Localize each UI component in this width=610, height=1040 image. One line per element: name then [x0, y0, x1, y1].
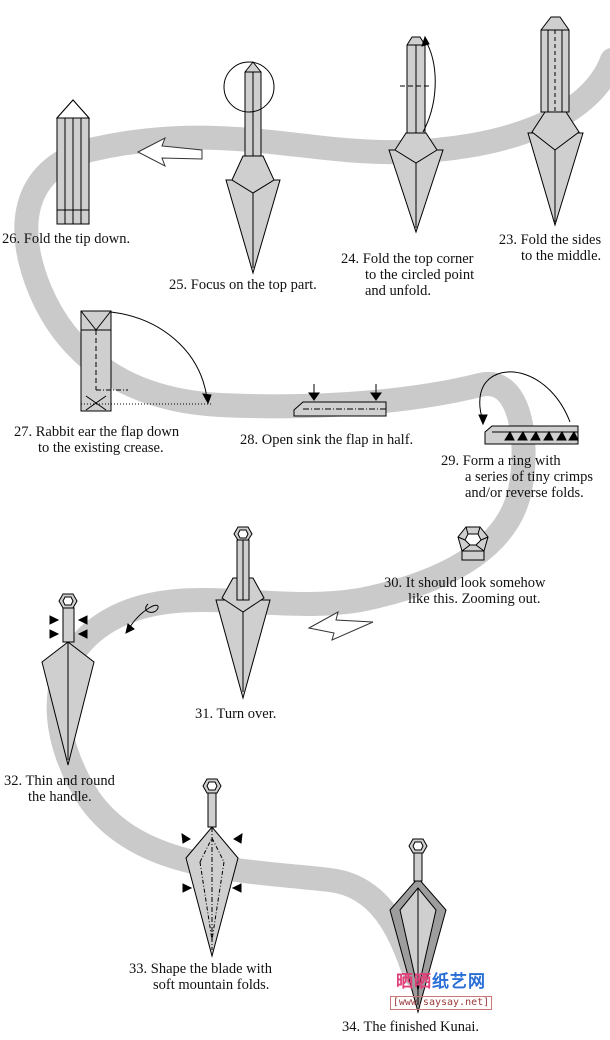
caption-line: 30. It should look somehow	[384, 575, 546, 591]
watermark-logo-a: 晒晒	[396, 972, 432, 992]
caption-line: and unfold.	[365, 283, 432, 299]
step-29-figure	[478, 371, 579, 445]
caption-line: a series of tiny crimps	[465, 469, 594, 485]
caption-line: and/or reverse folds.	[465, 485, 584, 501]
step-24-figure	[388, 35, 444, 234]
caption-line: 32. Thin and round	[4, 773, 115, 789]
watermark-logo-b: 纸艺网	[432, 972, 486, 992]
caption-line: 29. Form a ring with	[441, 453, 561, 469]
step-25-figure	[223, 61, 281, 275]
caption-step-26: 26. Fold the tip down.	[2, 231, 130, 247]
step-31-figure	[215, 526, 271, 700]
direction-arrow-2	[307, 611, 374, 641]
caption-line: 31. Turn over.	[195, 706, 277, 722]
caption-line: 25. Focus on the top part.	[169, 277, 317, 293]
caption-line: 27. Rabbit ear the flap down	[14, 424, 180, 440]
caption-step-29: 29. Form a ring with a series of tiny cr…	[441, 453, 593, 501]
site-watermark: 晒晒纸艺网 [www.saysay.net]	[385, 972, 497, 1010]
watermark-url: [www.saysay.net]	[389, 996, 493, 1010]
caption-line: to the middle.	[521, 248, 602, 264]
watermark-logo: 晒晒纸艺网	[385, 972, 497, 992]
caption-step-24: 24. Fold the top corner to the circled p…	[341, 251, 474, 299]
step-33-figure	[181, 778, 243, 958]
step-27-figure	[80, 310, 212, 412]
step-23-figure	[527, 16, 584, 227]
caption-line: 28. Open sink the flap in half.	[240, 432, 414, 448]
caption-line: the handle.	[28, 789, 92, 805]
step-32-figure	[41, 593, 159, 766]
caption-line: like this. Zooming out.	[408, 591, 541, 607]
caption-step-34: 34. The finished Kunai.	[342, 1019, 479, 1035]
caption-step-23: 23. Fold the sides to the middle.	[497, 232, 601, 264]
caption-line: to the existing crease.	[38, 440, 164, 456]
caption-step-27: 27. Rabbit ear the flap down to the exis…	[14, 424, 179, 456]
caption-step-32: 32. Thin and round the handle.	[4, 773, 115, 805]
step-26-figure	[55, 99, 91, 225]
step-30-figure	[457, 526, 489, 561]
caption-step-25: 25. Focus on the top part.	[169, 277, 317, 293]
caption-step-31: 31. Turn over.	[195, 706, 276, 722]
caption-line: 34. The finished Kunai.	[342, 1019, 480, 1035]
caption-line: 26. Fold the tip down.	[2, 231, 131, 247]
direction-arrow-1	[136, 136, 203, 168]
caption-step-33: 33. Shape the blade with soft mountain f…	[129, 961, 272, 993]
step-34-figure	[389, 838, 447, 1014]
background-path	[14, 48, 610, 987]
caption-step-30: 30. It should look somehow like this. Zo…	[384, 575, 546, 607]
caption-line: 23. Fold the sides	[498, 232, 602, 248]
caption-line: 24. Fold the top corner	[341, 251, 474, 267]
caption-step-28: 28. Open sink the flap in half.	[240, 432, 413, 448]
caption-line: 33. Shape the blade with	[129, 961, 272, 977]
step-28-figure	[293, 384, 387, 417]
caption-line: to the circled point	[365, 267, 475, 283]
caption-line: soft mountain folds.	[153, 977, 270, 993]
